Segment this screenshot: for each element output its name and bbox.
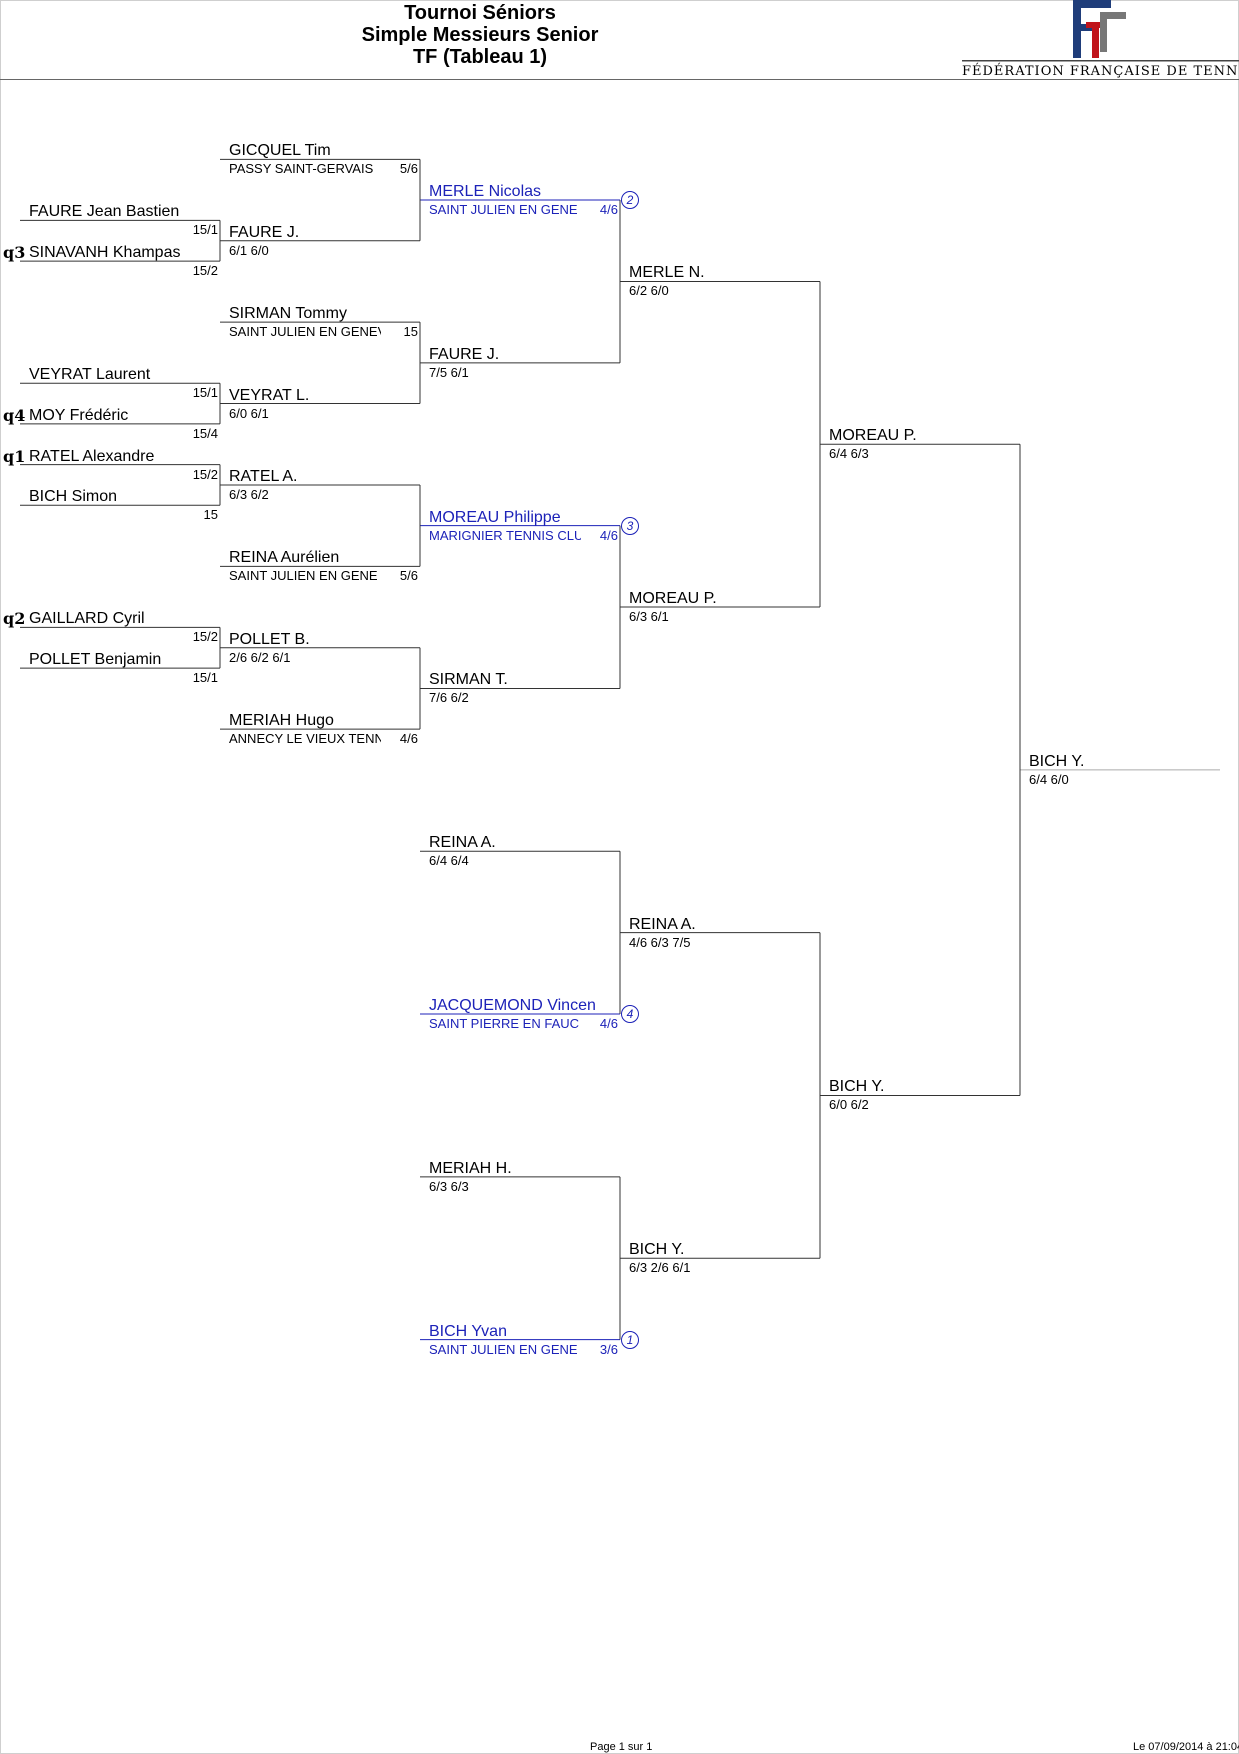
fft-logo (962, 0, 1239, 62)
player-ranking: 3/6 (599, 1341, 618, 1357)
player-ranking: 5/6 (399, 161, 418, 177)
player-detail: 7/5 6/1 (429, 364, 469, 380)
player-detail: PASSY SAINT-GERVAIS (229, 161, 374, 177)
player-name: MERLE N. (629, 264, 705, 282)
seed-badge: 3 (621, 516, 639, 535)
player-name: SINAVANH Khampas (29, 244, 181, 262)
seed-badge: 1 (621, 1330, 639, 1349)
player-name: FAURE J. (229, 223, 300, 241)
player-detail: 6/0 6/1 (229, 405, 269, 421)
player-name: FAURE Jean Bastien (29, 203, 180, 221)
player-name: REINA Aurélien (229, 549, 340, 567)
player-ranking: 15/2 (192, 263, 218, 279)
player-detail: 6/3 6/3 (429, 1178, 469, 1194)
player-name: POLLET Benjamin (29, 651, 162, 669)
player-name: VEYRAT Laurent (29, 366, 151, 384)
player-detail: 6/4 6/0 (1029, 771, 1069, 787)
player-name: BICH Y. (829, 1078, 885, 1096)
logo-text: FÉDÉRATION FRANÇAISE DE TENNIS (962, 64, 1239, 79)
player-name: GICQUEL Tim (229, 142, 331, 160)
player-ranking: 15 (403, 324, 418, 340)
player-ranking: 4/6 (599, 527, 618, 543)
qualifier-badge: q2 (3, 609, 26, 629)
player-detail: 6/4 6/4 (429, 853, 469, 869)
player-ranking: 15/2 (192, 466, 218, 482)
player-name: REINA A. (629, 915, 696, 933)
player-ranking: 5/6 (399, 568, 418, 584)
player-name: BICH Y. (629, 1241, 685, 1259)
player-ranking: 15/1 (192, 222, 218, 238)
seed-badge: 2 (621, 191, 639, 210)
player-name: MERLE Nicolas (429, 183, 542, 201)
player-detail: MARIGNIER TENNIS CLU (429, 527, 581, 543)
player-detail: SAINT PIERRE EN FAUC (429, 1016, 580, 1032)
player-name: GAILLARD Cyril (29, 610, 145, 628)
player-detail: SAINT JULIEN EN GENEV (229, 324, 381, 340)
player-ranking: 15/1 (192, 385, 218, 401)
player-name: REINA A. (429, 834, 496, 852)
player-name: MOREAU P. (629, 590, 717, 608)
player-detail: 2/6 6/2 6/1 (229, 649, 291, 665)
qualifier-badge: q1 (3, 446, 26, 466)
print-date: Le 07/09/2014 à 21:04 (1133, 1741, 1239, 1753)
tournament-title: Tournoi Séniors Simple Messieurs Senior … (300, 2, 660, 68)
player-name: BICH Y. (1029, 752, 1085, 770)
player-name: RATEL Alexandre (29, 447, 155, 465)
player-detail: 6/3 2/6 6/1 (629, 1260, 691, 1276)
player-detail: 6/3 6/2 (229, 486, 269, 502)
player-detail: 4/6 6/3 7/5 (629, 934, 691, 950)
player-detail: SAINT JULIEN EN GENE (229, 568, 378, 584)
player-detail: 7/6 6/2 (429, 690, 469, 706)
qualifier-badge: q4 (3, 405, 26, 425)
player-name: SIRMAN T. (429, 671, 508, 689)
title-line-3: TF (Tableau 1) (412, 46, 548, 68)
player-detail: ANNECY LE VIEUX TENN (229, 731, 381, 747)
player-name: FAURE J. (429, 345, 500, 363)
title-line-1: Tournoi Séniors (404, 2, 556, 24)
player-name: MOREAU Philippe (429, 508, 561, 526)
player-name: JACQUEMOND Vincen (429, 997, 596, 1015)
player-ranking: 4/6 (399, 731, 418, 747)
player-name: MERIAH H. (429, 1159, 512, 1177)
player-name: MOREAU P. (829, 427, 917, 445)
seed-badge: 4 (621, 1005, 639, 1024)
header-divider (0, 79, 1239, 80)
player-detail: 6/2 6/0 (629, 283, 669, 299)
player-ranking: 15/1 (192, 670, 218, 686)
player-detail: 6/3 6/1 (629, 609, 669, 625)
player-name: VEYRAT L. (229, 386, 310, 404)
player-detail: SAINT JULIEN EN GENE (429, 1341, 578, 1357)
player-detail: 6/0 6/2 (829, 1097, 869, 1113)
title-line-2: Simple Messieurs Senior (361, 24, 599, 46)
player-ranking: 15 (203, 507, 218, 523)
player-name: BICH Simon (29, 488, 118, 506)
player-name: RATEL A. (229, 467, 298, 485)
player-name: SIRMAN Tommy (229, 305, 347, 323)
player-name: MOY Frédéric (29, 406, 129, 424)
player-ranking: 15/2 (192, 629, 218, 645)
player-ranking: 15/4 (192, 425, 218, 441)
player-detail: 6/4 6/3 (829, 446, 869, 462)
player-name: POLLET B. (229, 630, 310, 648)
player-detail: 6/1 6/0 (229, 242, 269, 258)
player-ranking: 4/6 (599, 1016, 618, 1032)
page-number: Page 1 sur 1 (590, 1741, 653, 1753)
player-ranking: 4/6 (599, 202, 618, 218)
player-name: BICH Yvan (429, 1322, 507, 1340)
player-name: MERIAH Hugo (229, 712, 334, 730)
player-detail: SAINT JULIEN EN GENE (429, 202, 578, 218)
qualifier-badge: q3 (3, 243, 26, 263)
